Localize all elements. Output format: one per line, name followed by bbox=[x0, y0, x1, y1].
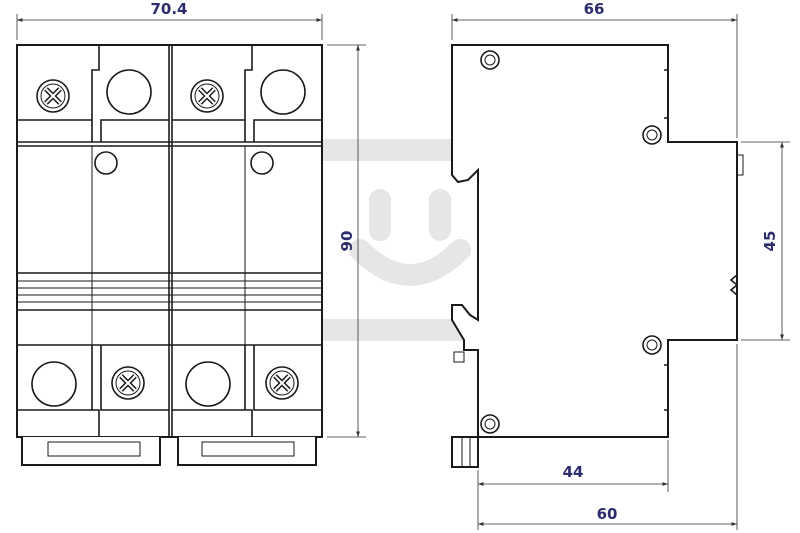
side-top-width-label: 66 bbox=[584, 0, 605, 18]
front-view bbox=[16, 44, 323, 466]
side-bottom-width-label: 60 bbox=[597, 505, 618, 523]
front-height-dimension: 90 bbox=[327, 44, 366, 438]
side-top-width-dimension: 66 bbox=[451, 0, 738, 138]
side-face-height-label: 45 bbox=[761, 231, 779, 252]
side-bottom-width-dimension: 60 bbox=[477, 344, 738, 530]
side-rail-label: 44 bbox=[563, 463, 584, 481]
side-view bbox=[451, 44, 744, 468]
front-width-label: 70.4 bbox=[150, 0, 187, 18]
side-face-height-dimension: 45 bbox=[741, 141, 790, 341]
side-rail-dimension: 44 bbox=[477, 440, 669, 492]
front-height-label: 90 bbox=[338, 231, 356, 252]
front-width-dimension: 70.4 bbox=[16, 0, 323, 40]
rib-stripes bbox=[17, 272, 322, 311]
